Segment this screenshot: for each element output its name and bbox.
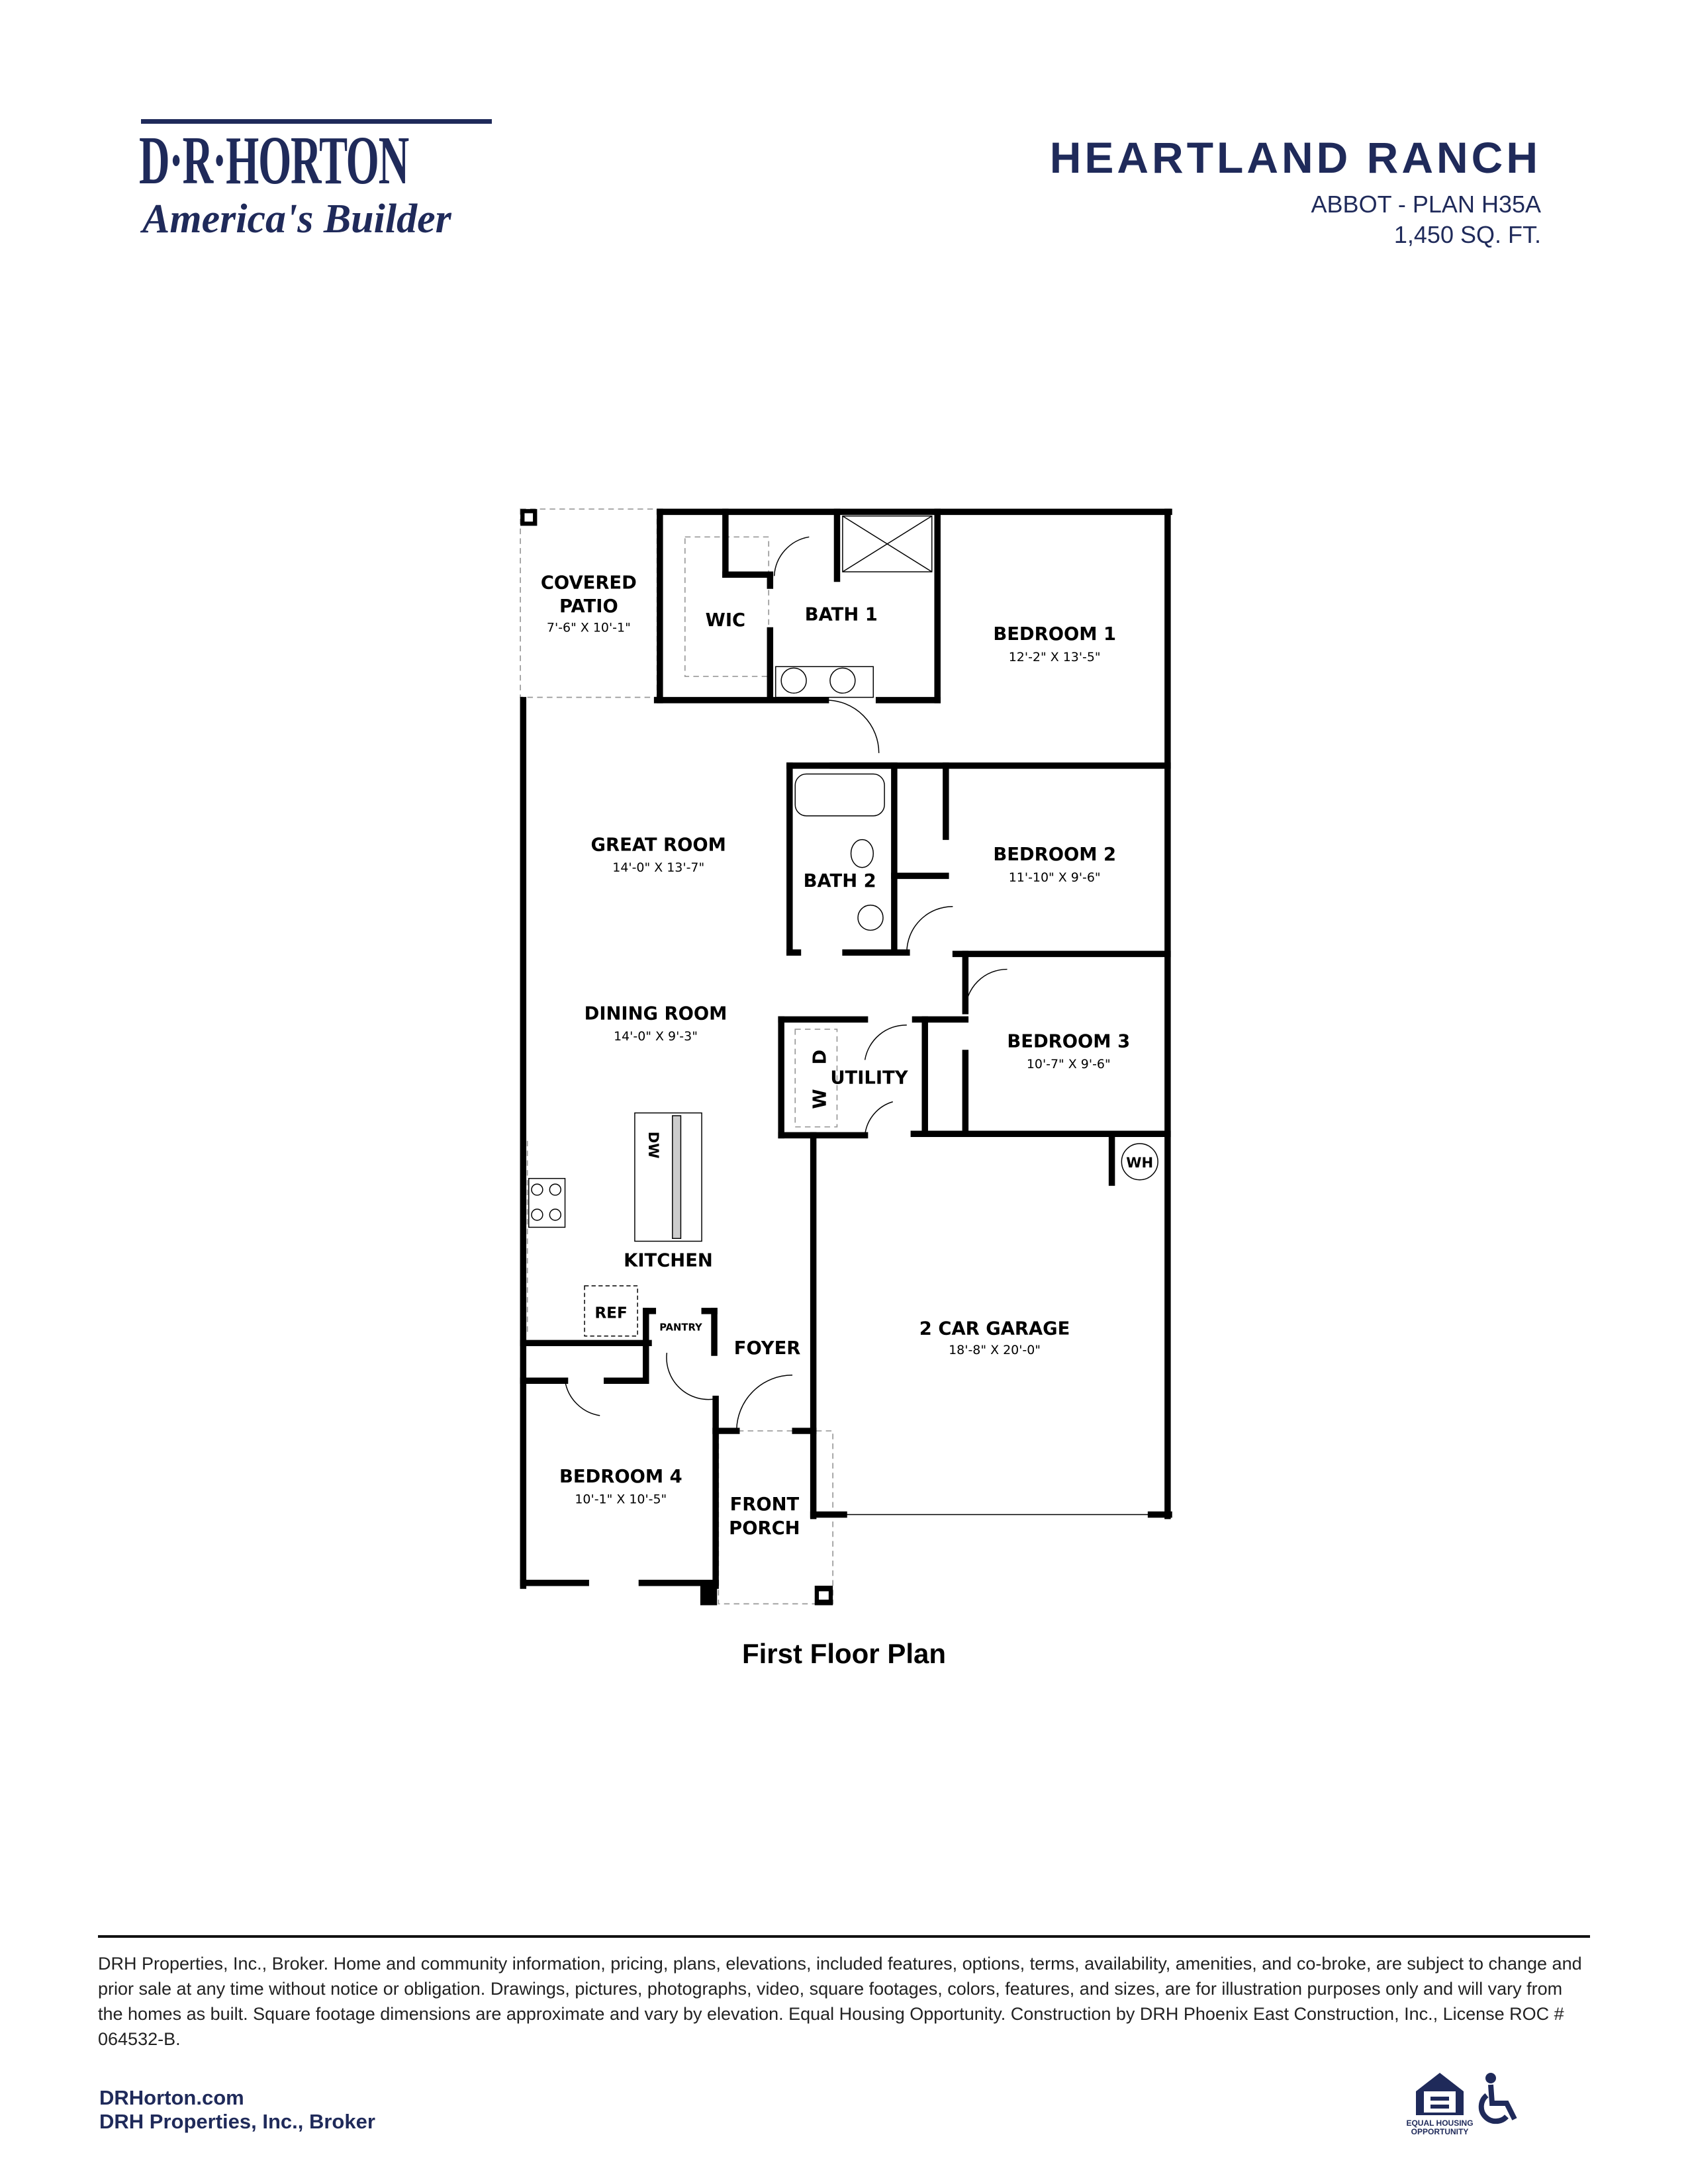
room-label-dining-room: DINING ROOM bbox=[585, 1003, 727, 1024]
water-heater-label: WH bbox=[1126, 1154, 1153, 1171]
dashed-outlines bbox=[520, 508, 838, 1605]
room-label-utility: UTILITY bbox=[830, 1068, 908, 1088]
room-label-bath-1: BATH 1 bbox=[805, 605, 878, 625]
plan-name: ABBOT - PLAN H35A bbox=[1311, 191, 1541, 218]
accessibility-icon bbox=[1478, 2073, 1517, 2124]
dryer-label: D bbox=[810, 1050, 831, 1065]
room-dims-bedroom-2: 11'-10" X 9'-6" bbox=[1009, 870, 1101, 885]
room-label-bedroom-2: BEDROOM 2 bbox=[993, 844, 1116, 865]
posts bbox=[520, 509, 833, 1606]
room-dims-covered-patio: 7'-6" X 10'-1" bbox=[547, 621, 631, 635]
room-label-garage: 2 CAR GARAGE bbox=[919, 1319, 1070, 1340]
room-dims-bedroom-4: 10'-1" X 10'-5" bbox=[575, 1492, 667, 1507]
washer-label: W bbox=[810, 1089, 831, 1109]
dishwasher-label: DW bbox=[645, 1132, 662, 1159]
room-label-covered-patio: COVERED bbox=[541, 572, 637, 593]
broker-name: DRH Properties, Inc., Broker bbox=[99, 2110, 375, 2133]
room-dims-bedroom-3: 10'-7" X 9'-6" bbox=[1027, 1057, 1111, 1071]
room-label-wic: WIC bbox=[706, 610, 745, 631]
pantry-label: PANTRY bbox=[659, 1322, 702, 1333]
room-label-bedroom-4: BEDROOM 4 bbox=[559, 1467, 682, 1487]
room-dims-bedroom-1: 12'-2" X 13'-5" bbox=[1009, 650, 1101, 664]
walls bbox=[520, 508, 1172, 1589]
room-dims-great-room: 14'-0" X 13'-7" bbox=[612, 860, 704, 875]
website-link[interactable]: DRHorton.com bbox=[99, 2086, 244, 2109]
logo-wordmark: D·R·HORTON bbox=[139, 122, 409, 199]
room-label-bedroom-1: BEDROOM 1 bbox=[993, 624, 1116, 645]
room-label-kitchen: KITCHEN bbox=[624, 1250, 713, 1271]
equal-housing-icon bbox=[1416, 2073, 1464, 2115]
logo-tagline: America's Builder bbox=[142, 197, 451, 242]
room-dims-garage: 18'-8" X 20'-0" bbox=[949, 1343, 1041, 1357]
room-label-front-porch: FRONT bbox=[730, 1494, 800, 1515]
fixtures bbox=[528, 515, 1158, 1516]
room-label-bedroom-3: BEDROOM 3 bbox=[1007, 1032, 1130, 1052]
room-label-great-room: GREAT ROOM bbox=[591, 835, 726, 855]
footer-divider bbox=[98, 1935, 1590, 1938]
community-title: HEARTLAND RANCH bbox=[1049, 133, 1541, 182]
legal-disclaimer: DRH Properties, Inc., Broker. Home and c… bbox=[98, 1954, 1582, 2049]
floor-plan-title: First Floor Plan bbox=[741, 1638, 947, 1669]
room-label-front-porch-2: PORCH bbox=[729, 1518, 800, 1539]
square-footage: 1,450 SQ. FT. bbox=[1393, 221, 1541, 248]
equal-housing-text: EQUAL HOUSING OPPORTUNITY bbox=[1406, 2118, 1474, 2136]
logo-rule bbox=[141, 119, 492, 124]
room-label-foyer: FOYER bbox=[734, 1338, 801, 1359]
room-label-bath-2: BATH 2 bbox=[804, 871, 876, 891]
refrigerator-label: REF bbox=[594, 1304, 628, 1322]
room-dims-dining-room: 14'-0" X 9'-3" bbox=[614, 1029, 698, 1044]
room-label-covered-patio-2: PATIO bbox=[559, 596, 618, 617]
